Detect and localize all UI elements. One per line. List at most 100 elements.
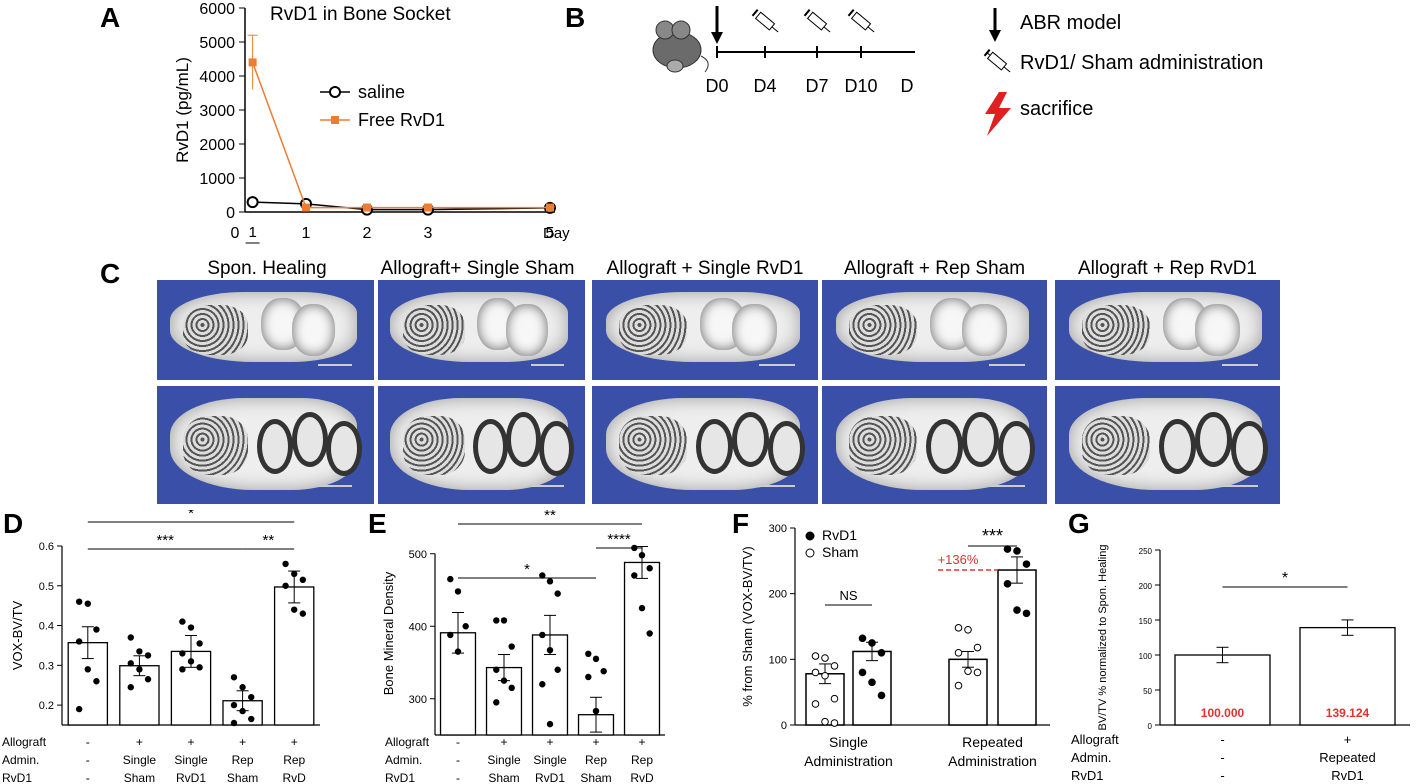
data-point [454,588,462,595]
row-cell: Rep [585,753,607,767]
syringe-icon [751,9,779,33]
legend-marker [331,116,339,124]
data-point [248,693,255,701]
data-point [500,677,508,684]
data-point [638,604,646,612]
data-point [84,600,92,607]
syringe-icon [803,9,831,33]
timeline-day-label: D4 [753,76,776,96]
data-point [858,668,867,677]
row-cell: Single [533,753,567,767]
data-point [127,660,134,667]
timeline-diagram: D0D4D7D10D14 [652,6,915,96]
data-point [493,617,500,624]
data-point [196,640,203,647]
data-point [75,705,83,713]
x-tick-label: 3 [424,225,433,242]
microct-image-5-top [1055,280,1280,380]
data-point [230,719,238,727]
row-cell: Sham [227,771,258,784]
x-tick-label: 1 [248,224,256,241]
chart-a-line-chart: 01000200030004000500060000181235DaysRvD1… [173,1,570,250]
row-label: Admin. [1071,750,1111,765]
x-axis-label: Days [543,225,570,242]
significance-label: *** [982,526,1003,546]
data-point [248,58,257,67]
data-point [585,650,592,657]
bar [1299,626,1396,726]
data-point [493,699,500,706]
data-point [179,618,186,625]
y-tick-label: 200 [769,589,787,601]
data-point [75,638,83,645]
y-axis-label: % from Sham (VOX-BV/TV) [740,546,755,706]
row-label: RvD1 [385,771,415,784]
panel-letter-d: D [3,508,24,539]
row-cell: RvD [630,771,654,784]
data-point [592,707,600,715]
chart-d-bar-chart: 0.20.30.40.50.6VOX-BV/TV******Allograft-… [2,510,320,784]
group-label: Single [829,734,868,750]
row-cell: + [239,735,246,749]
data-point [454,648,462,655]
row-cell: + [592,735,599,749]
y-tick-label: 300 [769,523,787,535]
legend-label: RvD1 [822,527,857,543]
row-cell: RvD1 [535,771,565,784]
data-point [1022,609,1031,618]
data-point [84,666,92,673]
bar [1174,654,1271,726]
significance-label: * [1282,570,1288,587]
row-cell: + [500,735,507,749]
microct-image-2-top [378,280,585,380]
bar [623,561,661,736]
x-tick-label: 8 [248,247,256,250]
legend-label: Sham [822,544,859,560]
row-cell: RvD1 [176,771,206,784]
y-tick-label: 150 [1139,617,1153,626]
significance-label: **** [607,531,631,548]
microct-title-4: Allograft + Rep Sham [843,258,1026,279]
y-tick-label: 0 [781,720,787,732]
legend-marker [329,86,341,98]
y-tick-label: 400 [409,621,427,633]
y-tick-label: 50 [1143,687,1152,696]
syringe-icon [983,49,1011,73]
y-tick-label: 500 [409,549,427,561]
data-point [546,578,554,585]
row-cell: Rep [283,753,305,767]
data-point [546,720,554,728]
data-point [811,700,820,708]
legend-abr-model: ABR model [1020,12,1122,34]
timeline-legend-icons [983,8,1011,136]
significance-label: * [188,510,194,522]
row-label: RvD1 [2,771,32,784]
row-cell: Rep [232,753,254,767]
chart-title: RvD1 in Bone Socket [270,4,451,25]
panel-letter-a: A [100,2,121,33]
data-point [973,668,982,677]
legend-administration: RvD1/ Sham administration [1020,52,1264,74]
data-point [447,575,454,583]
row-cell: + [638,735,645,749]
microct-image-1-top [157,280,374,380]
x-tick-label: 5 [546,225,555,242]
data-point [954,681,963,690]
row-cell: Rep [631,753,653,767]
data-point [546,646,554,654]
legend-marker [805,548,815,558]
data-point [877,648,886,657]
row-label: Allograft [2,735,47,749]
data-point [821,654,829,662]
data-point [144,652,152,659]
data-point [546,203,554,212]
annotation-label: +136% [938,552,979,567]
arrow-down-icon [989,8,1001,42]
y-tick-label: 0 [226,205,235,222]
significance-label: ** [544,510,556,524]
data-point [179,650,186,657]
y-tick-label: 250 [1139,547,1153,556]
syringe-needle [867,26,875,33]
